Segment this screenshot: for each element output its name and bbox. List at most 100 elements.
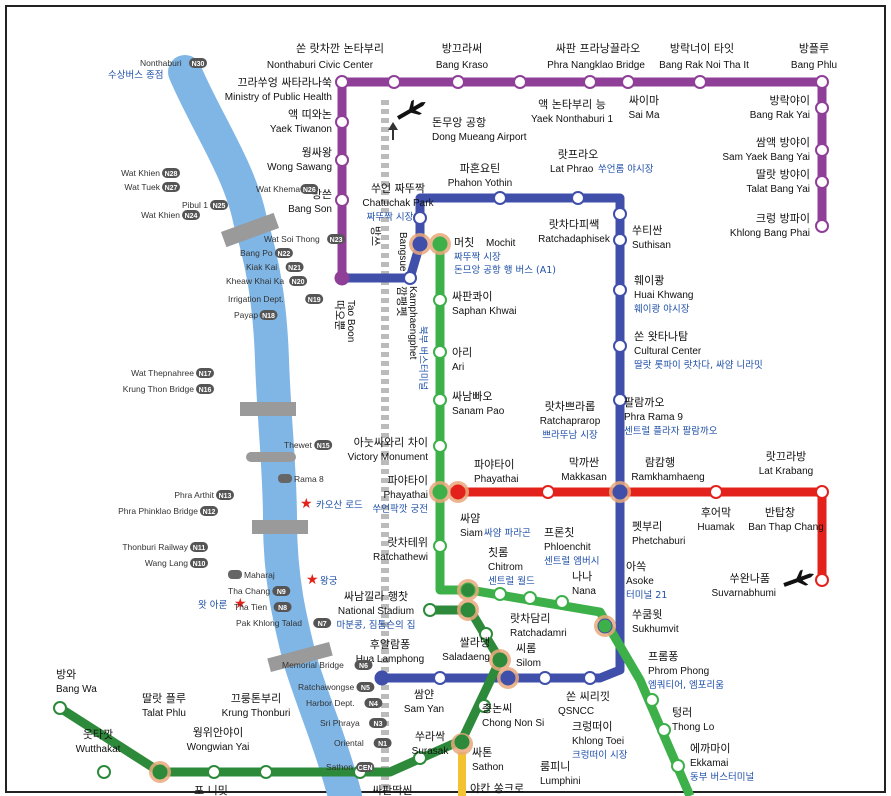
svg-text:Ratchaprarop: Ratchaprarop [540, 416, 601, 427]
station-bang-rak-noi [693, 75, 707, 89]
svg-text:Phra Rama 9: Phra Rama 9 [624, 412, 683, 423]
svg-text:크렁떠이 시장: 크렁떠이 시장 [572, 749, 628, 761]
station-labels: 쏜 랏차깐 논타부리 Nonthaburi Civic Center 방끄라써 … [56, 42, 837, 796]
station-lat-phrao [571, 191, 585, 205]
svg-text:센트럴 엠버시: 센트럴 엠버시 [544, 555, 599, 567]
pier-code-badge [313, 618, 332, 628]
station-bang-kraso [451, 75, 465, 89]
pier-name: Maharaj [244, 570, 275, 580]
svg-text:Lumphini: Lumphini [540, 776, 581, 787]
svg-text:Kamphaengphet: Kamphaengphet [407, 286, 418, 360]
pier-code: N4 [369, 701, 378, 708]
svg-text:Victory Monument: Victory Monument [348, 452, 429, 463]
pier-code: N21 [288, 265, 301, 272]
svg-text:프론칫: 프론칫 [544, 526, 574, 539]
star-icon: ★ [234, 596, 247, 612]
station-ekkamai [671, 759, 685, 773]
svg-text:Phra Nangklao Bridge: Phra Nangklao Bridge [547, 60, 645, 71]
svg-text:Phayathai: Phayathai [474, 474, 518, 485]
svg-text:Saladaeng: Saladaeng [442, 652, 490, 663]
svg-text:Ban Thap Chang: Ban Thap Chang [748, 522, 823, 533]
station-suthisan [613, 233, 627, 247]
svg-text:Thong Lo: Thong Lo [672, 722, 715, 733]
station-hualamphong [374, 670, 390, 686]
pier-code-badge [285, 262, 304, 272]
svg-text:Ratchadaphisek: Ratchadaphisek [538, 234, 611, 245]
station-sai-ma [621, 75, 635, 89]
landmark-khaosan: 카오산 로드 [316, 500, 363, 511]
station-phayathai-arl [450, 484, 466, 500]
svg-text:짜뚜짝 시장: 짜뚜짝 시장 [454, 252, 501, 263]
svg-text:엠쿼티어, 엠포리움: 엠쿼티어, 엠포리움 [648, 679, 724, 691]
star-icon: ★ [306, 572, 319, 588]
svg-text:후알람퐁: 후알람퐁 [370, 637, 410, 651]
svg-text:깜팽펫: 깜팽펫 [395, 286, 408, 316]
pier-code: N10 [193, 561, 206, 568]
svg-text:액 띠와논: 액 띠와논 [288, 108, 332, 121]
pier-name: Wat Khien [121, 168, 160, 178]
blue-line [380, 193, 625, 683]
svg-text:따오뿐: 따오뿐 [333, 300, 346, 330]
station-saphan-khwai [433, 293, 447, 307]
pier-code-badge [216, 490, 234, 500]
pier-code: N9 [277, 589, 286, 596]
pier-code-badge [327, 234, 346, 244]
station-chitlom [493, 587, 507, 601]
svg-text:Wong Sawang: Wong Sawang [267, 162, 332, 173]
svg-text:훼이쾅: 훼이쾅 [634, 274, 664, 287]
svg-text:펫부리: 펫부리 [632, 520, 662, 533]
svg-text:야칸 쏭크로: 야칸 쏭크로 [470, 782, 524, 795]
station-silom [500, 670, 516, 686]
svg-text:싸남빠오: 싸남빠오 [452, 390, 492, 403]
station-saladaeng [492, 652, 508, 668]
svg-text:아리: 아리 [452, 346, 472, 359]
station-civic-center [387, 75, 401, 89]
pier-code-badge [274, 248, 293, 258]
svg-text:싸얌: 싸얌 [460, 512, 480, 525]
svg-text:Sathon: Sathon [472, 762, 504, 773]
station-lumphini [538, 671, 552, 685]
up-arrow-icon [388, 122, 398, 140]
svg-text:웡위안야이: 웡위안야이 [193, 726, 244, 739]
svg-text:머칫: 머칫 [454, 236, 474, 249]
pier-code-badge [356, 682, 375, 692]
pier-name: Nonthaburi [140, 58, 182, 68]
pier-name: Pibul 1 [182, 200, 208, 210]
svg-text:싸남낄라 행찻: 싸남낄라 행찻 [344, 590, 408, 603]
station-bang-rak-yai [815, 101, 829, 115]
station-bangsue [403, 271, 417, 285]
svg-text:센트럴 월드: 센트럴 월드 [488, 575, 535, 587]
pier-code: N16 [199, 387, 212, 394]
svg-text:아쏙: 아쏙 [626, 560, 646, 573]
pier-marker [278, 474, 292, 483]
landmark-nonthaburi-pier: 수상버스 종점 [108, 69, 163, 81]
svg-text:Huamak: Huamak [697, 522, 735, 533]
svg-text:Phloenchit: Phloenchit [544, 542, 591, 553]
pier-name: Wang Lang [145, 558, 188, 568]
star-icon: ★ [300, 496, 313, 512]
pier-19: Wang Lang N10 [145, 558, 208, 568]
pier-code: N5 [361, 685, 370, 692]
pier-name: Pak Khlong Talad [236, 618, 302, 628]
svg-text:방쓰: 방쓰 [369, 226, 382, 246]
svg-text:쏜 씨리낏: 쏜 씨리낏 [566, 690, 610, 703]
svg-text:룸피니: 룸피니 [540, 760, 570, 773]
svg-text:Bang Rak Noi Tha It: Bang Rak Noi Tha It [659, 60, 749, 71]
svg-text:Ratchadamri: Ratchadamri [510, 628, 567, 639]
svg-text:쁘라뚜남 시장: 쁘라뚜남 시장 [542, 430, 598, 441]
station-bang-wa [53, 701, 67, 715]
pier-code: N22 [277, 251, 290, 258]
station-nana [555, 595, 569, 609]
svg-text:Ekkamai: Ekkamai [690, 758, 728, 769]
station-victory [433, 439, 447, 453]
svg-text:랏차다피쌕: 랏차다피쌕 [549, 218, 600, 231]
airplane-icon [783, 569, 815, 587]
station-ratchadamri [479, 627, 493, 641]
svg-text:Ari: Ari [452, 362, 464, 373]
